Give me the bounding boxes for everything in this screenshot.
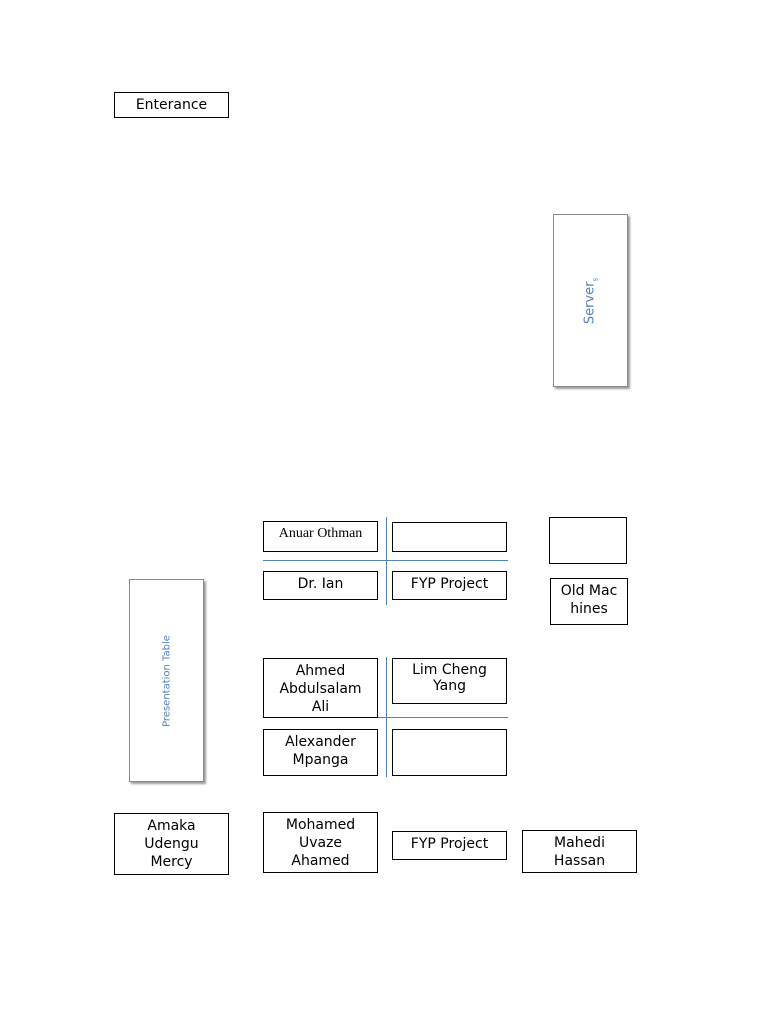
desk-fyp-project-2-label: FYP Project [410,836,489,852]
desk-mahedi-hassan: Mahedi Hassan [522,830,637,873]
desk-empty-1 [392,522,507,552]
desk-alexander-label: Alexander Mpanga [285,734,356,768]
servers-box: Servers [553,214,628,387]
desk-mahedi-label: Mahedi Hassan [553,835,606,869]
servers-label-suffix: s [590,277,599,282]
desk-anuar-othman: Anuar Othman [263,521,378,552]
desk-dr-ian: Dr. Ian [263,571,378,600]
old-machines-label: Old Machines [560,583,618,617]
desk-anuar-label: Anuar Othman [278,526,363,541]
desk-mohamed-label: Mohamed Uvaze Ahamed [285,817,356,869]
divider-horizontal-bottom [263,717,508,718]
entrance-label: Enterance [135,97,208,113]
servers-label-text: Server [582,281,598,324]
desk-lim-label: Lim Cheng Yang [412,662,487,694]
old-machines-box: Old Machines [550,578,628,625]
desk-amaka-udengu-mercy: Amaka Udengu Mercy [114,813,229,875]
desk-dr-ian-label: Dr. Ian [297,576,344,592]
desk-fyp-project-1: FYP Project [392,571,507,600]
desk-fyp-project-2: FYP Project [392,831,507,860]
servers-label: Servers [582,277,599,323]
desk-amaka-label: Amaka Udengu Mercy [144,818,199,870]
divider-vertical-top [386,517,387,605]
presentation-table-box: Presentation Table [129,579,204,782]
desk-alexander-mpanga: Alexander Mpanga [263,729,378,776]
desk-empty-2 [549,517,627,564]
desk-mohamed-uvaze-ahamed: Mohamed Uvaze Ahamed [263,812,378,873]
divider-horizontal-top [263,560,508,561]
desk-ahmed-abdulsalam-ali: Ahmed Abdulsalam Ali [263,658,378,718]
desk-fyp-project-1-label: FYP Project [410,576,489,592]
desk-ahmed-label: Ahmed Abdulsalam Ali [279,663,362,715]
desk-lim-cheng-yang: Lim Cheng Yang [392,658,507,704]
presentation-table-label: Presentation Table [161,634,172,727]
desk-empty-3 [392,729,507,776]
entrance-box: Enterance [114,92,229,118]
